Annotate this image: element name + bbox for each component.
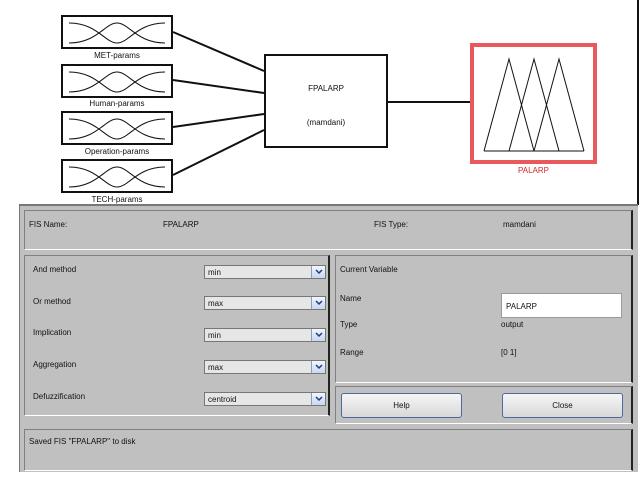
membership-function-icon (68, 71, 166, 93)
fis-block-name: FPALARP (308, 84, 344, 93)
input-mf-box-operation[interactable] (61, 111, 173, 145)
defuzzification-select[interactable]: centroid (204, 392, 326, 406)
chevron-down-icon[interactable] (311, 266, 325, 278)
implication-label: Implication (33, 328, 72, 337)
chevron-down-icon[interactable] (311, 393, 325, 405)
defuzzification-value: centroid (208, 395, 237, 404)
input-label-tech: TECH-params (91, 195, 143, 204)
input-label-met: MET-params (94, 51, 140, 60)
variable-type-label: Type (340, 320, 358, 329)
connection-lines (172, 31, 470, 176)
and-method-value: min (208, 268, 221, 277)
or-method-select[interactable]: max (204, 296, 326, 310)
defuzzification-label: Defuzzification (33, 392, 86, 401)
variable-name-value: PALARP (506, 302, 537, 311)
triangular-mf-icon (483, 57, 585, 152)
membership-function-icon (68, 22, 166, 44)
variable-name-input[interactable]: PALARP (501, 293, 622, 318)
status-bar: Saved FIS "FPALARP" to disk (24, 429, 633, 471)
close-button[interactable]: Close (502, 393, 623, 418)
fis-name-value: FPALARP (163, 220, 199, 229)
aggregation-select[interactable]: max (204, 360, 326, 374)
output-label: PALARP (518, 166, 549, 175)
fis-block-type: (mamdani) (306, 118, 346, 127)
status-message: Saved FIS "FPALARP" to disk (29, 437, 136, 446)
fis-type-value: mamdani (503, 220, 536, 229)
input-label-human: Human-params (89, 99, 145, 108)
methods-panel: And method min Or method max Implication… (24, 255, 330, 416)
input-mf-box-met[interactable] (61, 15, 173, 49)
chevron-down-icon[interactable] (311, 329, 325, 341)
aggregation-value: max (208, 363, 224, 372)
fis-diagram: MET-params Human-params Operation-params… (0, 0, 641, 205)
variable-range-label: Range (340, 348, 364, 357)
chevron-down-icon[interactable] (311, 361, 325, 373)
fis-info-strip: FIS Name: FPALARP FIS Type: mamdani (24, 210, 633, 250)
membership-function-icon (68, 166, 166, 188)
fis-rule-block[interactable]: FPALARP (mamdani) (264, 54, 388, 148)
and-method-label: And method (33, 265, 77, 274)
chevron-down-icon[interactable] (311, 297, 325, 309)
implication-value: min (208, 331, 221, 340)
or-method-label: Or method (33, 297, 71, 306)
help-button[interactable]: Help (341, 393, 462, 418)
aggregation-label: Aggregation (33, 360, 77, 369)
diagram-border (637, 0, 639, 205)
input-label-operation: Operation-params (84, 147, 150, 156)
input-mf-box-tech[interactable] (61, 159, 173, 193)
variable-type-value: output (501, 320, 524, 329)
fis-editor-panel: FIS Name: FPALARP FIS Type: mamdani And … (19, 204, 638, 472)
input-mf-box-human[interactable] (61, 64, 173, 98)
or-method-value: max (208, 299, 224, 308)
current-variable-title: Current Variable (340, 265, 398, 274)
and-method-select[interactable]: min (204, 265, 326, 279)
output-mf-box[interactable] (470, 43, 597, 164)
membership-function-icon (68, 118, 166, 140)
variable-name-label: Name (340, 294, 362, 303)
implication-select[interactable]: min (204, 328, 326, 342)
fis-name-label: FIS Name: (29, 220, 68, 229)
variable-range-value: [0 1] (501, 348, 517, 357)
current-variable-panel: Current Variable Name Type output Range … (335, 255, 633, 383)
fis-type-label: FIS Type: (374, 220, 409, 229)
